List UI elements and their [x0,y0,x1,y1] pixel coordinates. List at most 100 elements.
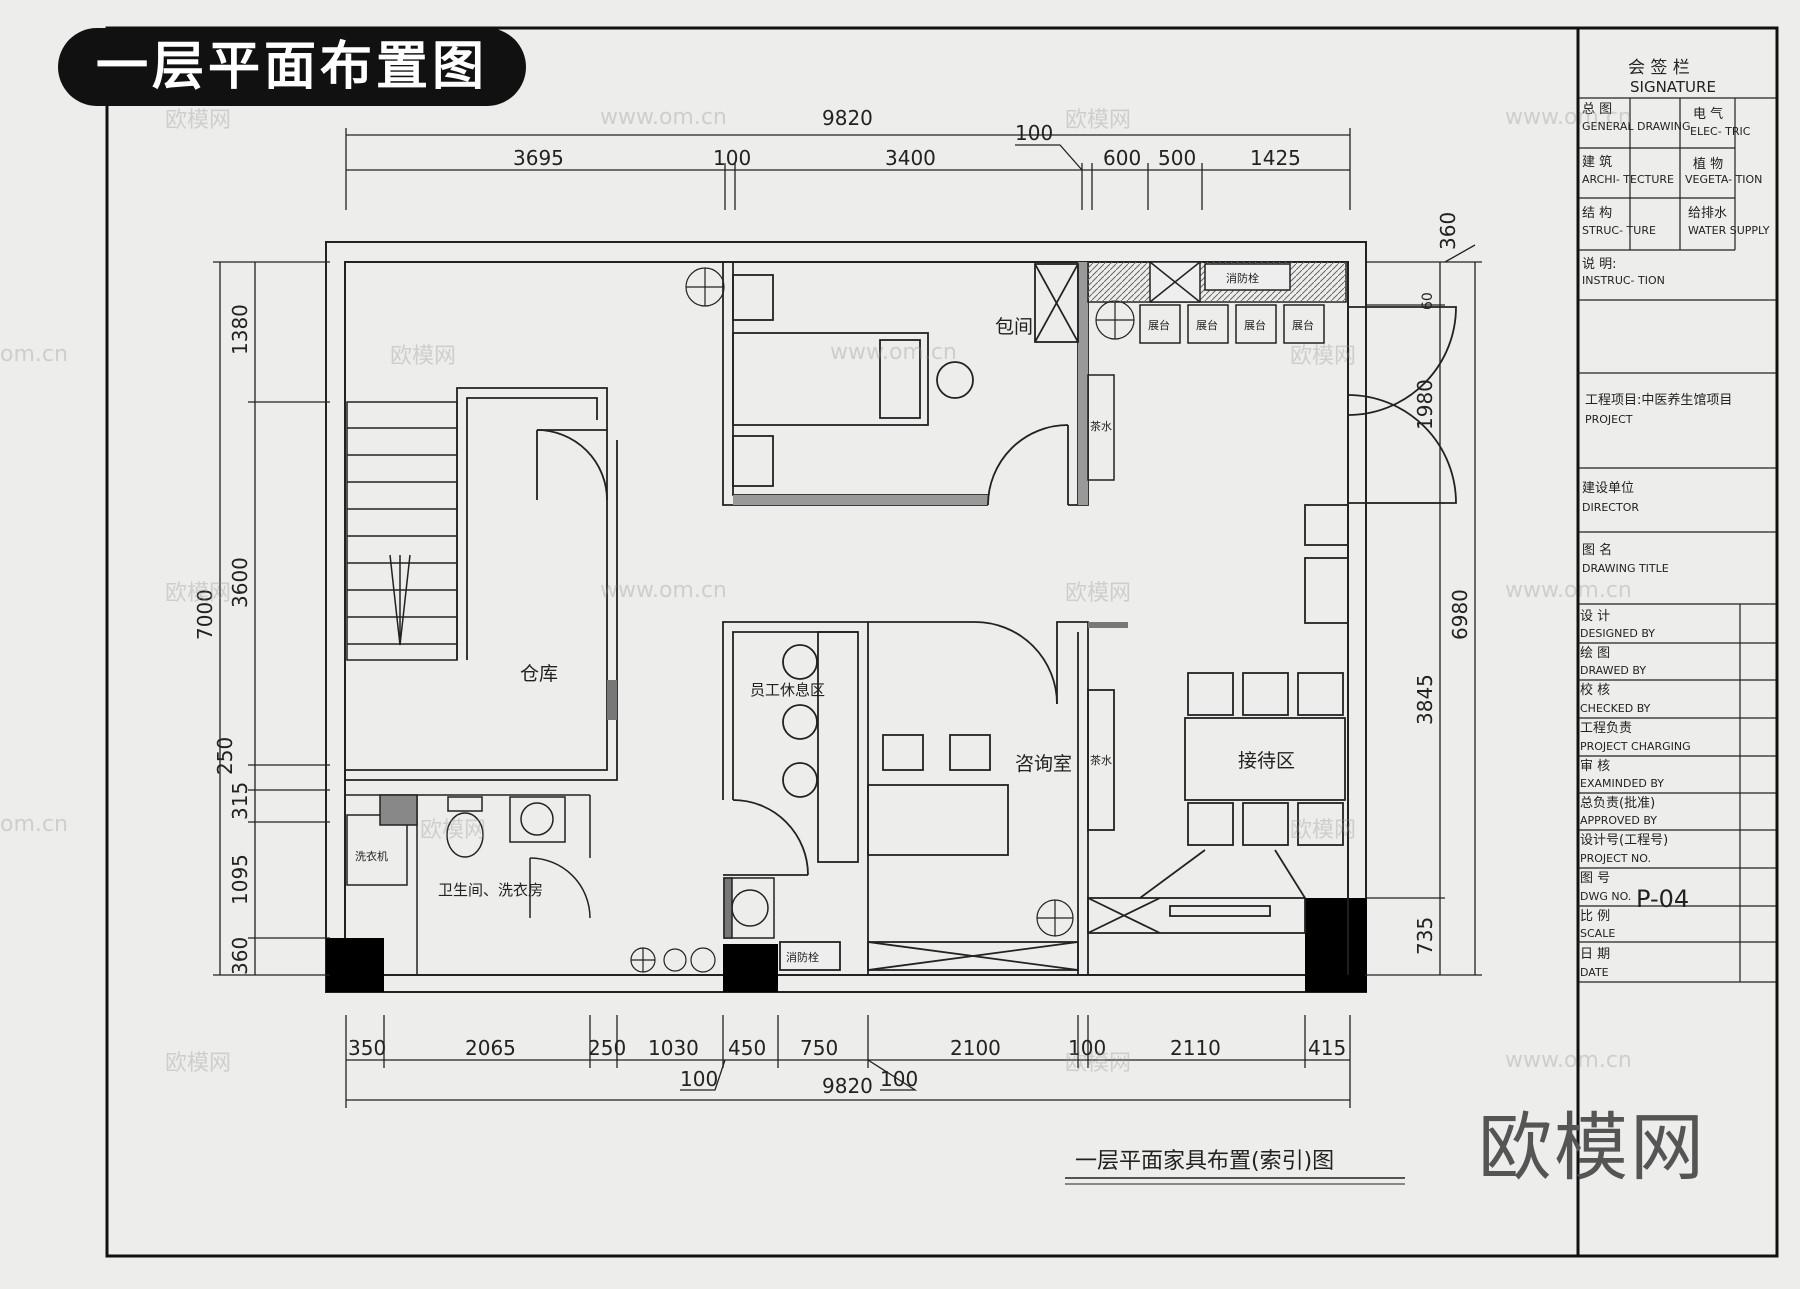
room-reception-label: 接待区 [1238,750,1295,772]
dim-top-5: 600 [1103,146,1141,170]
tb-row-designed-en: DESIGNED BY [1580,627,1655,640]
dim-bottom-3: 250 [588,1036,626,1060]
fire-cabinet-1-label: 消防栓 [1226,271,1259,285]
dim-bottom-9: 2110 [1170,1036,1221,1060]
tb-row-examined-en: EXAMINDED BY [1580,777,1664,790]
tb-row-projno-cn: 设计号(工程号) [1580,833,1668,848]
dim-left-3: 250 [213,737,237,775]
dim-bottom-5: 450 [728,1036,766,1060]
display-3-label: 展台 [1244,318,1266,332]
tb-row-scale-en: SCALE [1580,927,1615,940]
tb-project-en: PROJECT [1585,413,1633,426]
watermark-brand: 欧模网 [1065,1051,1132,1076]
tb-general-en: GENERAL DRAWING [1582,120,1690,133]
tb-row-date-cn: 日 期 [1580,947,1610,962]
watermark-brand: 欧模网 [1290,344,1357,369]
dim-left-5: 1095 [228,854,252,905]
dim-left-6: 360 [228,937,252,975]
watermark-short: om.cn [0,812,68,837]
dim-top-6: 500 [1158,146,1196,170]
wc-fixtures [345,794,775,975]
tb-row-checked-cn: 校 核 [1580,682,1610,698]
watermark-site: www.om.cn [1505,578,1632,603]
tb-row-charging-en: PROJECT CHARGING [1580,740,1691,753]
stair [346,401,458,661]
display-4-label: 展台 [1292,318,1314,332]
room-private-label: 包间 [995,316,1033,338]
dim-left-total: 7000 [193,589,217,640]
dim-bottom-callout-2: 100 [880,1067,918,1091]
watermark-short: om.cn [0,342,68,367]
watermark-logo: 欧模网 [1478,1105,1706,1191]
watermark-brand: 欧模网 [165,108,232,133]
entrance-door [1347,306,1457,504]
tea-1-label: 茶水 [1090,420,1112,433]
tb-row-dwg-cn: 图 号 [1580,871,1610,886]
watermark-brand: 欧模网 [1065,581,1132,606]
tb-elec-en: ELEC- TRIC [1690,125,1751,138]
private-room [722,262,1089,506]
staff-rest [722,621,869,975]
room-wc-label: 卫生间、洗衣房 [438,881,543,899]
room-consult-label: 咨询室 [1015,753,1072,775]
dim-bottom-total: 9820 [822,1074,873,1098]
dim-right-4: 3845 [1413,674,1437,725]
drawing-caption: 一层平面家具布置(索引)图 [1075,1149,1334,1174]
dim-top-4: 100 [1015,121,1053,145]
dim-bottom-6: 750 [800,1036,838,1060]
sheet-border [105,26,1779,1258]
tb-veg-cn: 植 物 [1693,157,1723,172]
dim-top-7: 1425 [1250,146,1301,170]
dim-right-total: 6980 [1448,589,1472,640]
dim-right-2: 60 [1420,292,1436,310]
tb-veg-en: VEGETA- TION [1685,173,1762,186]
room-warehouse-label: 仓库 [520,663,558,685]
plant-icons [630,267,1135,973]
reception [1087,503,1349,975]
tb-drawing-title-cn: 图 名 [1582,542,1612,558]
tb-row-drawed-cn: 绘 图 [1580,646,1610,661]
watermark-brand: 欧模网 [420,818,487,843]
consult-room [779,621,1115,975]
watermark-site: www.om.cn [600,105,727,130]
dim-bottom-callout-1: 100 [680,1067,718,1091]
dim-bottom-4: 1030 [648,1036,699,1060]
display-2-label: 展台 [1196,318,1218,332]
tb-row-charging-cn: 工程负责 [1580,721,1632,736]
column-1 [326,938,384,992]
dim-left-1: 1380 [228,304,252,355]
tb-arch-cn: 建 筑 [1582,154,1612,170]
watermark-site: www.om.cn [1505,1048,1632,1073]
watermark-brand: 欧模网 [165,1051,232,1076]
washer-label: 洗衣机 [355,849,388,863]
watermark-site: www.om.cn [1505,105,1632,130]
tb-dwg-no: P-04 [1636,885,1689,913]
tb-instruction-cn: 说 明: [1582,257,1617,272]
tb-water-cn: 给排水 [1688,206,1727,221]
tb-water-en: WATER SUPPLY [1688,224,1770,237]
dim-top-2: 100 [713,146,751,170]
dim-right-3: 1980 [1413,379,1437,430]
dim-right-5: 735 [1413,917,1437,955]
tb-row-designed-cn: 设 计 [1580,609,1610,624]
tb-director-cn: 建设单位 [1582,481,1634,496]
tb-row-dwg-en: DWG NO. [1580,890,1631,903]
tb-row-date-en: DATE [1580,966,1609,979]
room-staff-rest-label: 员工休息区 [750,681,825,699]
watermark-brand: 欧模网 [390,344,457,369]
tb-instruction-en: INSTRUC- TION [1582,274,1665,287]
fire-cabinet-2-label: 消防栓 [786,950,819,964]
dim-top-1: 3695 [513,146,564,170]
tb-sign-cn: 会 签 栏 [1628,58,1690,78]
watermark-site: www.om.cn [600,578,727,603]
tb-struct-cn: 结 构 [1582,206,1612,221]
page-title: 一层平面布置图 [58,28,526,106]
tb-row-scale-cn: 比 例 [1580,909,1610,924]
tb-arch-en: ARCHI- TECTURE [1582,173,1674,186]
dim-bottom-7: 2100 [950,1036,1001,1060]
dim-bottom-8: 100 [1068,1036,1106,1060]
warehouse-walls [345,387,618,781]
dimension-lines [213,128,1482,1108]
tb-row-examined-cn: 审 核 [1580,759,1610,774]
